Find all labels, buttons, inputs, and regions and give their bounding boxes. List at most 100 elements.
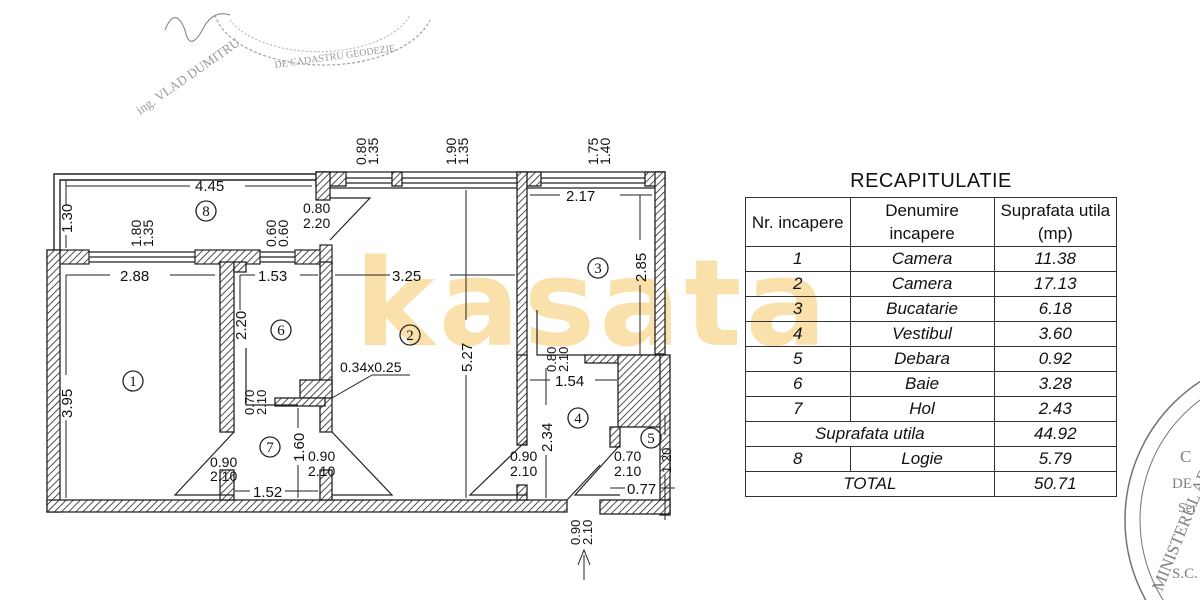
cell-name: Logie [849,446,995,472]
table-row: 7 Hol 2.43 [745,396,1118,422]
logia-outline [53,173,316,250]
svg-text:1.75: 1.75 [585,138,601,165]
svg-text:4: 4 [574,411,582,427]
svg-text:3: 3 [594,261,602,277]
room-numbers: 1 2 3 4 5 6 7 8 [129,204,655,456]
table-row: 1 Camera 11.38 [745,246,1118,272]
svg-text:1.40: 1.40 [597,138,613,165]
svg-text:0.60: 0.60 [275,220,291,247]
svg-text:2.10: 2.10 [510,463,537,479]
table-header-row: Nr. incapere Denumire incapere Suprafata… [745,197,1118,247]
svg-text:2.10: 2.10 [614,463,641,479]
svg-text:Ser: Ser [1178,501,1197,516]
recap-title: RECAPITULATIE [850,170,1012,192]
cell-name: Hol [849,396,995,422]
svg-text:0.80: 0.80 [544,347,559,372]
cell-area: 5.79 [993,446,1118,472]
dimension-lines [65,180,675,580]
svg-text:1.90: 1.90 [443,138,459,165]
svg-text:4.45: 4.45 [195,178,224,195]
cell-nr: 4 [745,321,851,347]
cell-area: 3.28 [993,371,1118,397]
svg-text:0.90: 0.90 [510,448,537,464]
cell-nr: 7 [745,396,851,422]
svg-text:1.80: 1.80 [128,220,144,247]
svg-text:1.60: 1.60 [291,433,308,462]
svg-text:1.53: 1.53 [258,268,287,285]
svg-text:0.80: 0.80 [303,200,330,216]
cell-area: 6.18 [993,296,1118,322]
svg-text:1.20: 1.20 [659,448,674,473]
table-row: 6 Baie 3.28 [745,371,1118,397]
header-area: Suprafata utila (mp) [993,197,1118,247]
svg-text:2.10: 2.10 [556,347,571,372]
svg-text:DE: DE [1172,476,1192,492]
svg-text:S.C.: S.C. [1172,566,1198,582]
svg-text:ing. VLAD DUMITRU: ing. VLAD DUMITRU [133,34,243,117]
svg-text:2.10: 2.10 [210,468,237,484]
cell-name: Camera [849,246,995,272]
cell-nr: 5 [745,346,851,372]
svg-text:1.35: 1.35 [140,220,156,247]
table-row: 2 Camera 17.13 [745,271,1118,297]
cell-nr: 6 [745,371,851,397]
svg-text:0.90: 0.90 [568,520,583,545]
dimension-labels: 4.45 1.30 2.88 3.95 1.53 2.20 3.25 5.27 … [59,138,674,545]
svg-text:2.20: 2.20 [303,215,330,231]
cell-name: Vestibul [849,321,995,347]
svg-text:2.88: 2.88 [120,268,149,285]
svg-text:5.27: 5.27 [459,343,476,372]
svg-text:6: 6 [277,323,285,339]
svg-text:1.35: 1.35 [455,138,471,165]
table-row: 4 Vestibul 3.60 [745,321,1118,347]
svg-text:2: 2 [406,328,414,344]
recap-table-panel: RECAPITULATIE Nr. incapere Denumire inca… [745,170,1118,497]
svg-text:2.34: 2.34 [539,423,556,452]
svg-text:3.25: 3.25 [392,268,421,285]
svg-text:2.20: 2.20 [233,311,250,340]
svg-text:2.17: 2.17 [566,188,595,205]
cell-area: 2.43 [993,396,1118,422]
total-row: TOTAL 50.71 [745,471,1118,497]
svg-text:2.10: 2.10 [254,390,269,415]
svg-text:8: 8 [202,204,210,220]
cell-area: 17.13 [993,271,1118,297]
subtotal-row: Suprafata utila 44.92 [745,421,1118,447]
stamp-bottom-right: MINISTERUL ADMINISTRATIEI C DE Ser S.C. [1124,361,1200,600]
svg-text:2.10: 2.10 [308,463,335,479]
svg-text:2.85: 2.85 [633,253,650,282]
cell-name: Bucatarie [849,296,995,322]
recap-table: Nr. incapere Denumire incapere Suprafata… [745,197,1118,497]
total-label: TOTAL [745,471,995,497]
table-row: 8 Logie 5.79 [745,446,1118,472]
cell-nr: 2 [745,271,851,297]
svg-text:3.95: 3.95 [59,389,76,418]
header-nr: Nr. incapere [745,197,851,247]
svg-text:0.77: 0.77 [627,481,656,498]
stamp-top-left: ing. VLAD DUMITRU DE CADASTRU GEODEZIE [133,13,431,117]
svg-text:0.70: 0.70 [614,448,641,464]
cell-name: Baie [849,371,995,397]
svg-text:5: 5 [647,431,655,447]
svg-text:0.90: 0.90 [210,454,237,470]
room-markers [122,200,662,458]
svg-text:0.90: 0.90 [308,448,335,464]
subtotal-label: Suprafata utila [745,421,995,447]
cell-name: Camera [849,271,995,297]
table-row: 5 Debara 0.92 [745,346,1118,372]
cell-nr: 8 [745,446,851,472]
svg-text:0.70: 0.70 [242,390,257,415]
cell-name: Debara [849,346,995,372]
subtotal-value: 44.92 [993,421,1118,447]
cell-nr: 1 [745,246,851,272]
cell-nr: 3 [745,296,851,322]
door-swings [173,197,621,501]
svg-text:C: C [1180,447,1191,466]
svg-text:1.35: 1.35 [365,138,381,165]
cell-area: 0.92 [993,346,1118,372]
header-name: Denumire incapere [849,197,995,247]
svg-text:7: 7 [266,440,274,456]
top-wall-windows [316,171,665,189]
svg-text:1.30: 1.30 [59,204,76,233]
table-row: 3 Bucatarie 6.18 [745,296,1118,322]
